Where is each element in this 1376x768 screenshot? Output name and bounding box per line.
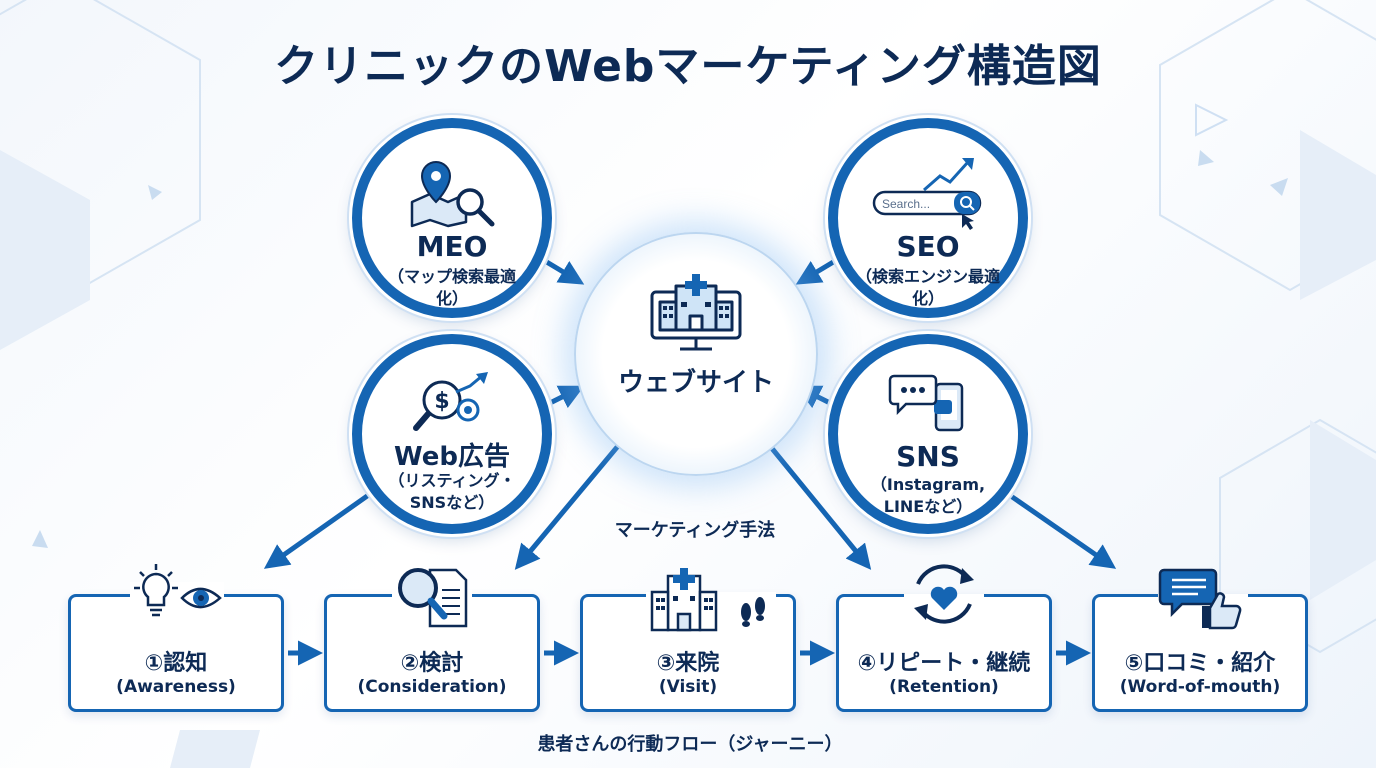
seo-sub: （検索エンジン最適化） xyxy=(856,267,1001,308)
chat-thumbsup-icon xyxy=(1158,568,1248,632)
ads-title: Web広告 xyxy=(394,442,510,472)
step-title: ①認知 xyxy=(144,651,208,676)
methods-label: マーケティング手法 xyxy=(614,520,776,541)
hospital-footprints-icon xyxy=(646,568,776,632)
sns-sub: （Instagram, LINEなど） xyxy=(870,475,986,516)
method-meo: MEO （マップ検索最適化） xyxy=(352,118,552,318)
step-sub: (Visit) xyxy=(658,677,718,697)
heart-cycle-icon xyxy=(904,564,984,632)
diagram-title: クリニックのWebマーケティング構造図 xyxy=(274,41,1102,92)
step-sub: (Awareness) xyxy=(116,677,236,697)
meo-title: MEO xyxy=(416,230,488,263)
step-sub: (Consideration) xyxy=(357,677,507,697)
seo-title: SEO xyxy=(896,230,960,263)
journey-step-consideration: ②検討 (Consideration) xyxy=(324,594,540,712)
method-seo: Search... SEO （検索エンジン最適化） xyxy=(828,118,1028,318)
step-title: ③来院 xyxy=(656,651,720,676)
website-label: ウェブサイト xyxy=(617,368,774,398)
lightbulb-eye-icon xyxy=(130,564,224,624)
meo-sub: （マップ検索最適化） xyxy=(387,267,516,308)
chat-phone-icon xyxy=(888,374,964,432)
method-sns: SNS （Instagram, LINEなど） xyxy=(828,334,1028,534)
journey-label: 患者さんの行動フロー（ジャーニー） xyxy=(537,734,843,755)
map-pin-search-icon xyxy=(410,160,495,228)
magnifier-document-icon xyxy=(392,568,472,630)
step-title: ②検討 xyxy=(400,651,464,676)
hospital-monitor-icon xyxy=(650,274,742,351)
step-sub: (Retention) xyxy=(889,677,999,697)
step-sub: (Word-of-mouth) xyxy=(1119,677,1281,697)
sns-title: SNS xyxy=(896,440,960,473)
ads-sub: （リスティング・SNSなど） xyxy=(388,471,516,512)
search-bar-chart-icon: Search... xyxy=(872,158,982,230)
svg-text:$: $ xyxy=(434,389,449,414)
website-node: ウェブサイト xyxy=(574,232,818,476)
method-web-ads: $ Web広告 （リスティング・SNSなど） xyxy=(352,334,552,534)
step-title: ④リピート・継続 xyxy=(857,651,1031,676)
seo-search-placeholder: Search... xyxy=(882,197,930,211)
dollar-target-icon: $ xyxy=(413,372,488,431)
step-title: ⑤口コミ・紹介 xyxy=(1124,651,1276,676)
